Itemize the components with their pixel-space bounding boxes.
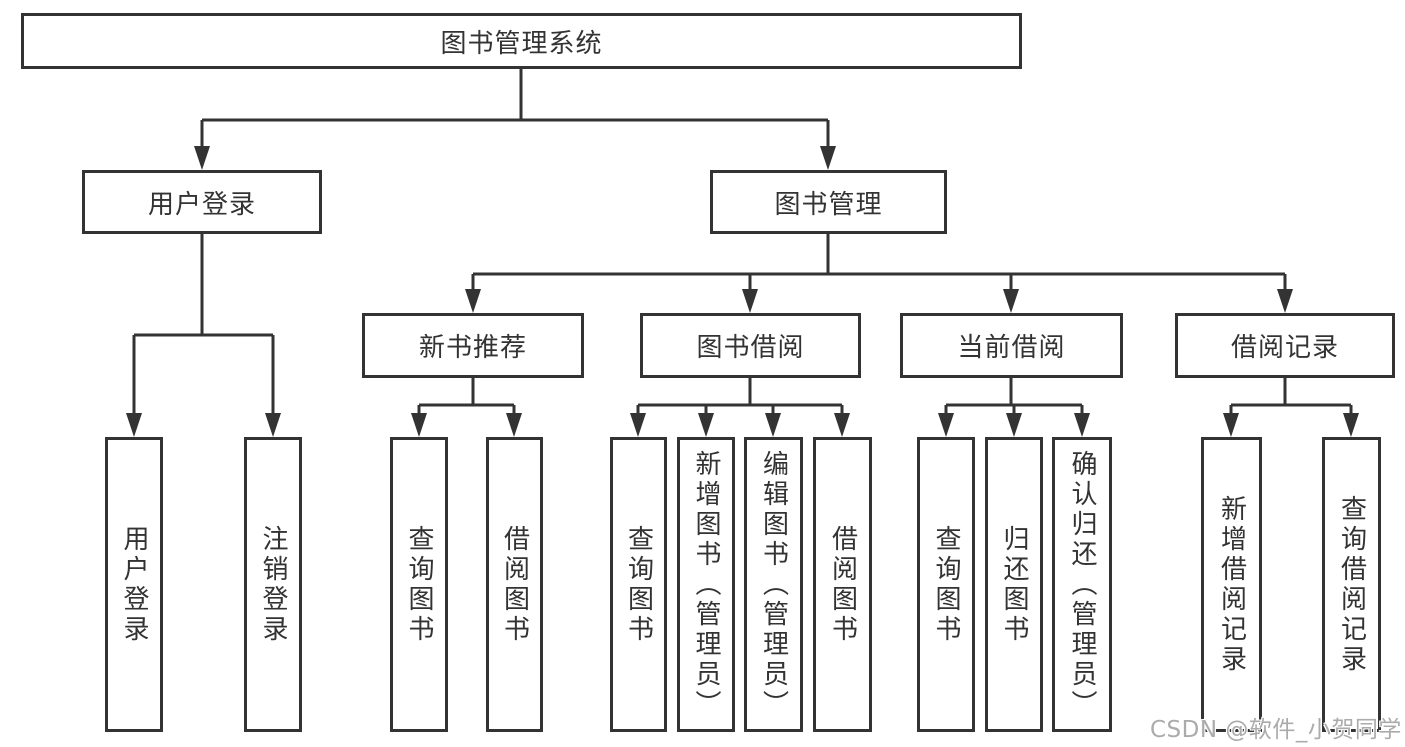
arrowhead <box>1006 413 1022 437</box>
node-root: 图书管理系统 <box>21 13 1022 69</box>
csdn-watermark: CSDN @软件_小贺同学 <box>1150 717 1402 743</box>
arrowhead <box>1277 289 1293 313</box>
arrowhead <box>820 146 836 170</box>
node-label: 用户登录 <box>147 189 256 220</box>
node-label: 新增借阅记录 <box>1216 494 1247 675</box>
arrowhead <box>834 413 850 437</box>
leaf-user-login: 用户登录 <box>105 437 163 732</box>
arrowhead <box>194 146 210 170</box>
node-label: 确认归还（管理员） <box>1067 449 1097 720</box>
arrowhead <box>465 289 481 313</box>
node-book-management: 图书管理 <box>710 170 947 234</box>
leaf-logout: 注销登录 <box>244 437 302 732</box>
node-new-book-recommend: 新书推荐 <box>362 313 584 378</box>
leaf-add-borrow-record: 新增借阅记录 <box>1201 437 1262 732</box>
arrowhead <box>506 413 522 437</box>
leaf-add-book-admin: 新增图书（管理员） <box>677 437 735 732</box>
arrowhead <box>698 413 714 437</box>
leaf-query-books-current: 查询图书 <box>917 437 975 732</box>
node-current-borrowing: 当前借阅 <box>900 313 1123 378</box>
arrowhead <box>265 413 281 437</box>
node-user-login: 用户登录 <box>82 170 322 234</box>
leaf-return-books: 归还图书 <box>985 437 1043 732</box>
arrowhead <box>938 413 954 437</box>
node-label: 查询图书 <box>623 524 654 645</box>
node-label: 新增图书（管理员） <box>691 449 721 720</box>
node-label: 编辑图书（管理员） <box>758 449 789 720</box>
node-label: 新书推荐 <box>418 333 527 363</box>
arrowhead <box>1343 413 1359 437</box>
leaf-query-books-recommend: 查询图书 <box>390 437 448 732</box>
leaf-borrow-books-borrowing: 借阅图书 <box>813 437 872 732</box>
arrowhead <box>411 413 427 437</box>
node-label: 图书借阅 <box>696 333 805 363</box>
node-label: 图书管理系统 <box>440 28 603 59</box>
arrowhead <box>630 413 646 437</box>
arrowhead <box>765 413 781 437</box>
leaf-borrow-books-recommend: 借阅图书 <box>486 437 543 732</box>
arrowhead <box>742 289 758 313</box>
leaf-query-books-borrowing: 查询图书 <box>610 437 667 732</box>
arrowhead <box>1074 413 1090 437</box>
node-label: 查询图书 <box>404 524 434 645</box>
arrowhead <box>1003 289 1019 313</box>
node-label: 归还图书 <box>999 524 1029 645</box>
arrowhead <box>1223 413 1239 437</box>
node-label: 借阅图书 <box>499 524 530 645</box>
leaf-confirm-return-admin: 确认归还（管理员） <box>1052 437 1112 732</box>
node-label: 用户登录 <box>119 524 149 645</box>
node-label: 图书管理 <box>774 189 883 220</box>
node-borrow-records: 借阅记录 <box>1175 313 1395 378</box>
node-book-borrowing: 图书借阅 <box>640 313 861 378</box>
node-label: 当前借阅 <box>957 333 1066 363</box>
node-label: 查询图书 <box>931 524 961 645</box>
node-label: 注销登录 <box>258 524 288 645</box>
leaf-edit-book-admin: 编辑图书（管理员） <box>744 437 803 732</box>
arrowhead <box>126 413 142 437</box>
node-label: 查询借阅记录 <box>1336 494 1367 675</box>
node-label: 借阅记录 <box>1230 333 1339 363</box>
node-label: 借阅图书 <box>827 524 858 645</box>
leaf-query-borrow-record: 查询借阅记录 <box>1322 437 1381 732</box>
